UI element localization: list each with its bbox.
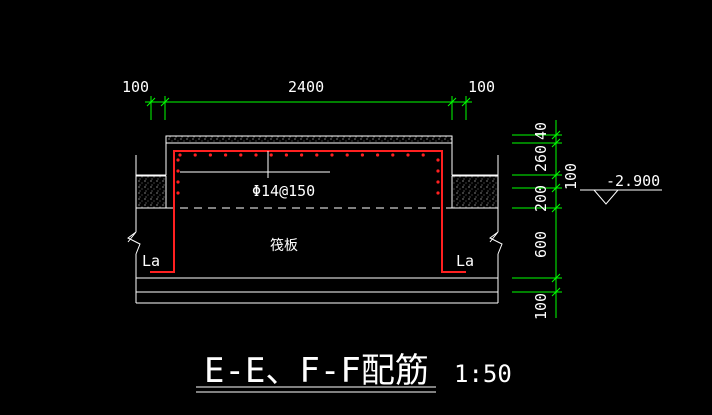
rebar-dot <box>436 180 440 184</box>
dim-top-right: 100 <box>468 78 495 96</box>
dim-side-100: 100 <box>562 163 580 190</box>
rebar-dot <box>391 153 395 157</box>
rebar-dot <box>284 153 288 157</box>
rebar-dot <box>239 153 243 157</box>
rebar-dot <box>176 180 180 184</box>
top-dimension-chain <box>145 96 472 120</box>
side-dimension-chain <box>512 120 562 318</box>
right-fill-hatch <box>451 175 499 209</box>
section-outline <box>127 143 503 304</box>
elevation-marker <box>580 189 662 205</box>
rebar-dot <box>224 153 228 157</box>
rebar-dot <box>300 153 304 157</box>
rebar-dot <box>421 153 425 157</box>
rebar-dot <box>436 158 440 162</box>
dim-side-100b: 100 <box>532 293 550 320</box>
dim-top-middle: 2400 <box>288 78 324 96</box>
rebar-dot <box>208 153 212 157</box>
rebar-dot <box>436 169 440 173</box>
side-dimension-labels: 40 260 100 200 600 100 <box>532 122 580 320</box>
rebar-spec-label: Φ14@150 <box>252 182 315 200</box>
rebar-dot <box>269 153 273 157</box>
rebar-dot <box>406 153 410 157</box>
rebar-dot <box>176 191 180 195</box>
anchor-label-left: La <box>142 252 160 270</box>
dim-top-left: 100 <box>122 78 149 96</box>
anchor-label-right: La <box>456 252 474 270</box>
rebar-dot <box>436 191 440 195</box>
title-underline <box>196 386 436 393</box>
cap-top-hatch <box>165 135 453 144</box>
rebar-main <box>150 150 466 273</box>
dim-side-200: 200 <box>532 185 550 212</box>
rebar-dot <box>315 153 319 157</box>
dim-side-40: 40 <box>532 122 550 140</box>
left-fill-hatch <box>135 175 167 209</box>
rebar-dot <box>176 169 180 173</box>
rebar-dot <box>360 153 364 157</box>
dim-side-600: 600 <box>532 231 550 258</box>
rebar-dot <box>178 153 182 157</box>
raft-label: 筏板 <box>270 237 298 254</box>
rebar-dot <box>176 158 180 162</box>
rebar-dots <box>176 153 440 195</box>
rebar-dot <box>345 153 349 157</box>
rebar-dot <box>376 153 380 157</box>
drawing-scale: 1:50 <box>454 360 512 388</box>
rebar-dot <box>254 153 258 157</box>
drawing-title: E-E、F-F配筋 <box>204 351 429 391</box>
rebar-dot <box>330 153 334 157</box>
rebar-leader <box>180 151 330 178</box>
dim-side-260: 260 <box>532 145 550 172</box>
rebar-dot <box>193 153 197 157</box>
elevation-label: -2.900 <box>606 172 660 190</box>
